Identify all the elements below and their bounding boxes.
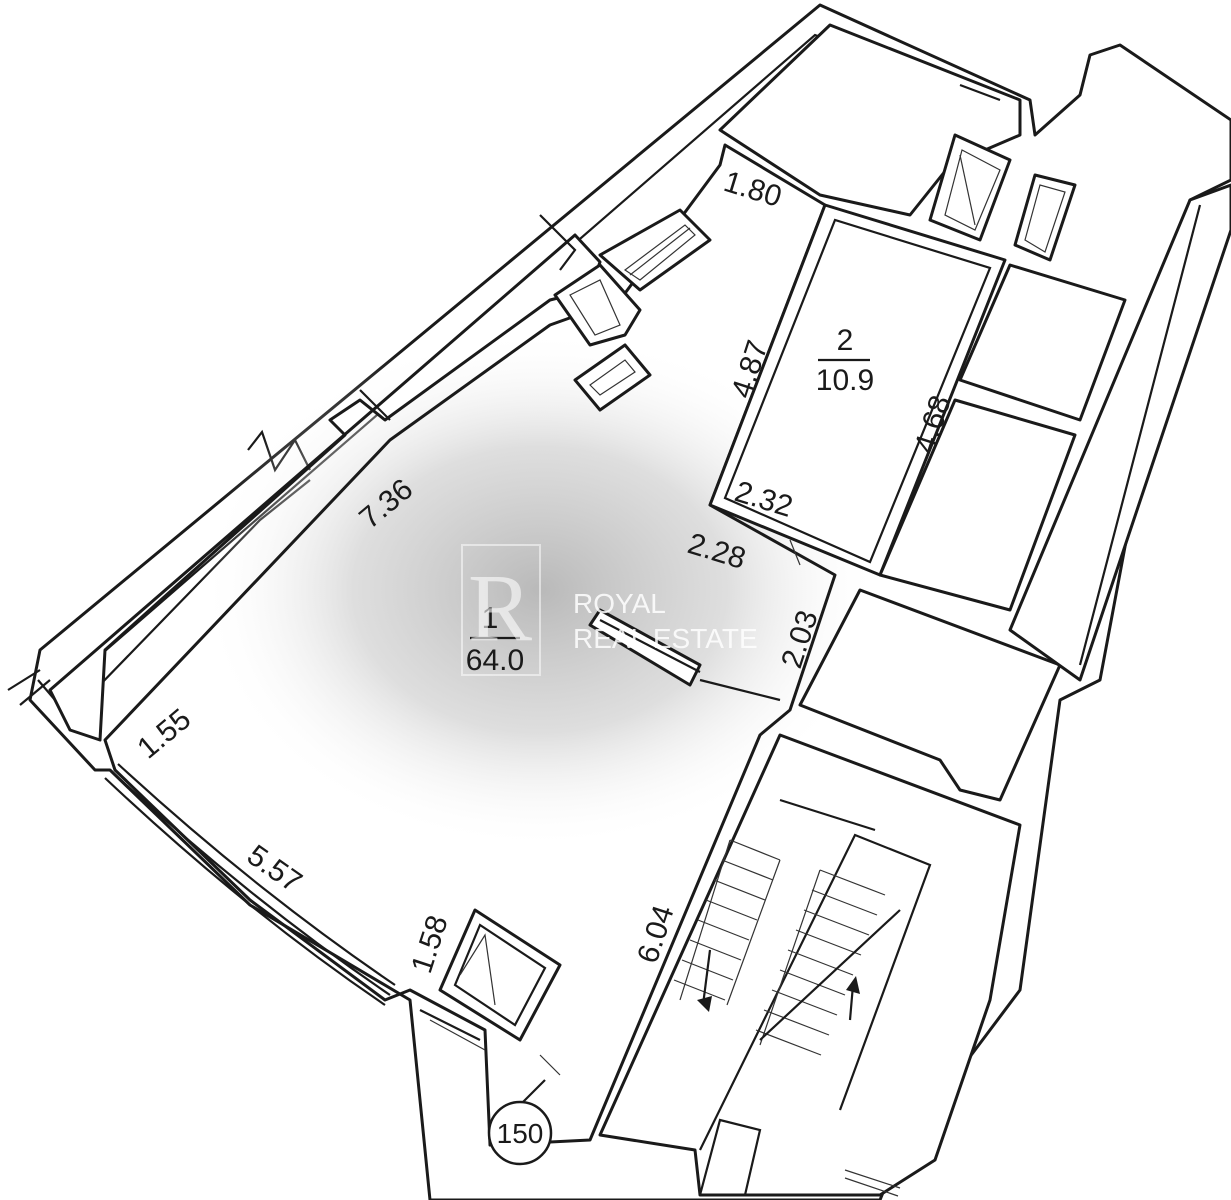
- right-rooms: [798, 183, 1231, 802]
- room-1-number: 1: [482, 602, 499, 635]
- stairwell: [598, 733, 1022, 1197]
- room-2: [708, 203, 1007, 577]
- stair-direction-arrows: [697, 949, 860, 1021]
- window-lower-right: [844, 1169, 901, 1197]
- dimension-ticks: [539, 539, 801, 1076]
- axis-marker: 150: [487, 1079, 553, 1166]
- window-lower-left: [104, 763, 396, 1006]
- watermark-monogram: R: [468, 554, 532, 661]
- stair-steps-right: [755, 869, 901, 1056]
- watermark-line-1: ROYAL: [573, 588, 666, 619]
- upper-rooms: [718, 23, 1077, 262]
- room-1-area: 64.0: [466, 644, 524, 677]
- room-2-number: 2: [837, 324, 854, 357]
- watermark-line-2: REAL ESTATE: [573, 623, 758, 654]
- watermark: R ROYAL REAL ESTATE: [461, 544, 758, 676]
- room-2-area: 10.9: [816, 364, 874, 397]
- watermark-logo: R: [461, 544, 541, 676]
- stair-steps-left: [673, 839, 781, 1006]
- lower-shaft: [419, 908, 562, 1051]
- axis-marker-label: 150: [497, 1118, 544, 1149]
- partition-block: [588, 608, 781, 702]
- left-corridor: [48, 214, 602, 742]
- room-1-label: 1 64.0: [466, 602, 524, 677]
- room-2-label: 2 10.9: [816, 324, 874, 397]
- ventilation-shafts: [553, 208, 712, 412]
